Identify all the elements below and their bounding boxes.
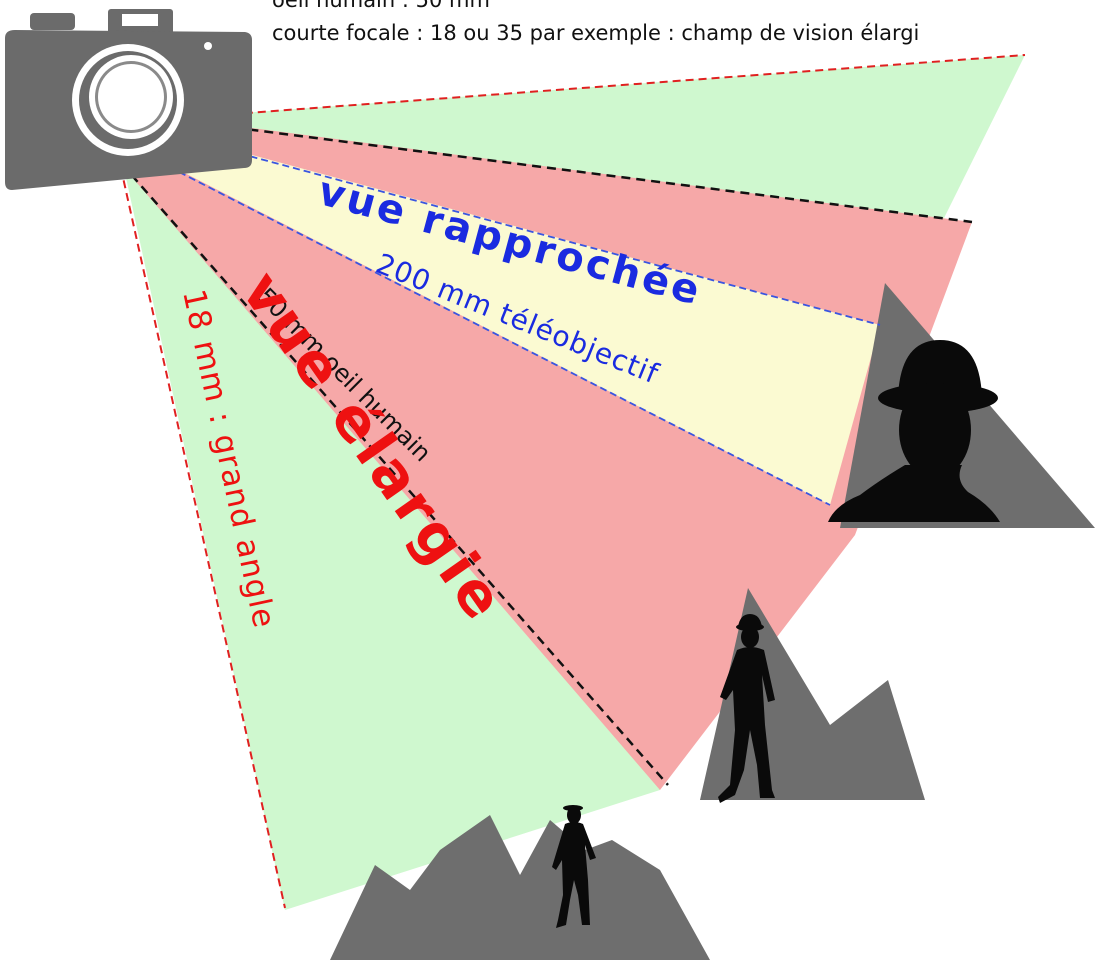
head-silhouette <box>828 340 1000 522</box>
wide-angle-line <box>117 154 286 909</box>
person-silhouette <box>552 805 596 928</box>
telephoto-zone <box>140 143 880 505</box>
telephoto-line <box>139 151 831 506</box>
camera-icon <box>5 9 252 190</box>
header-line-2: courte focale : 18 ou 35 par exemple : c… <box>272 21 919 45</box>
wide-angle-line <box>179 54 1026 119</box>
telephoto-line <box>207 144 881 326</box>
normal-line <box>91 129 669 786</box>
header-line-1: oeil humain : 50 mm <box>272 0 490 12</box>
mountain-shape <box>330 815 710 960</box>
person-silhouette <box>718 614 775 803</box>
